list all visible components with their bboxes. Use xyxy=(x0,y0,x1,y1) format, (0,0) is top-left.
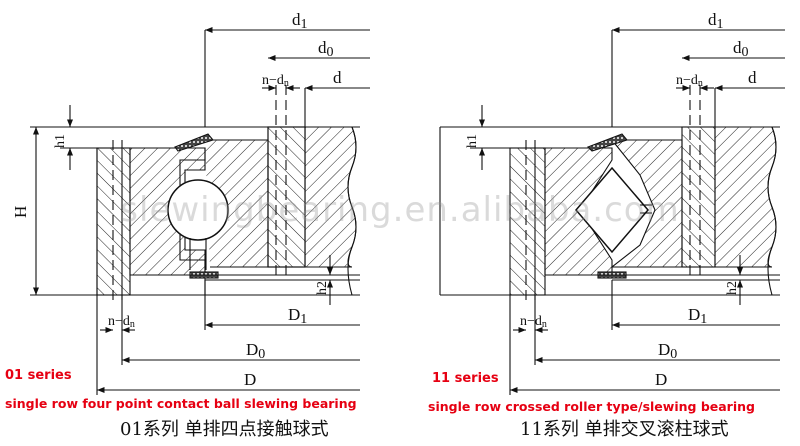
left-label-H: H xyxy=(11,206,30,218)
right-label-d0: d0 xyxy=(733,38,749,60)
left-drawing xyxy=(30,26,370,395)
right-label-d1: d1 xyxy=(708,10,724,32)
right-label-h1: h1 xyxy=(465,134,480,148)
right-label-D: D xyxy=(655,370,667,389)
right-drawing xyxy=(439,26,785,395)
left-label-nd-bottom: n−dn xyxy=(108,314,135,330)
left-label-h1: h1 xyxy=(53,134,68,148)
left-label-d0: d0 xyxy=(318,38,334,60)
right-caption-en: single row crossed roller type/slewing b… xyxy=(428,399,755,414)
right-label-nd: n−dn xyxy=(676,73,703,89)
left-label-nd: n−dn xyxy=(262,73,289,89)
right-label-h2: h2 xyxy=(725,281,740,295)
left-caption-en: single row four point contact ball slewi… xyxy=(5,396,357,411)
right-caption-cn: 11系列 单排交叉滚柱球式 xyxy=(520,419,729,440)
left-series-label: 01 series xyxy=(5,368,72,383)
right-label-d: d xyxy=(748,68,757,87)
watermark-text: slewingbearing.en.alibaba.com xyxy=(120,190,680,230)
left-label-d1: d1 xyxy=(292,10,308,32)
left-label-D1: D1 xyxy=(288,305,307,327)
right-dimension-labels: d1 d0 d n−dn h1 h2 D1 D0 D n−dn xyxy=(465,10,757,389)
right-label-nd-bottom: n−dn xyxy=(520,314,547,330)
right-label-D0: D0 xyxy=(658,340,677,362)
left-dimension-labels: d1 d0 d n−dn h1 H h2 D1 D0 D n−dn xyxy=(11,10,342,389)
left-label-D: D xyxy=(244,370,256,389)
left-label-D0: D0 xyxy=(246,340,265,362)
left-caption-cn: 01系列 单排四点接触球式 xyxy=(120,419,329,440)
left-label-h2: h2 xyxy=(315,281,330,295)
right-series-label: 11 series xyxy=(432,371,499,386)
left-label-d: d xyxy=(333,68,342,87)
right-label-D1: D1 xyxy=(688,305,707,327)
